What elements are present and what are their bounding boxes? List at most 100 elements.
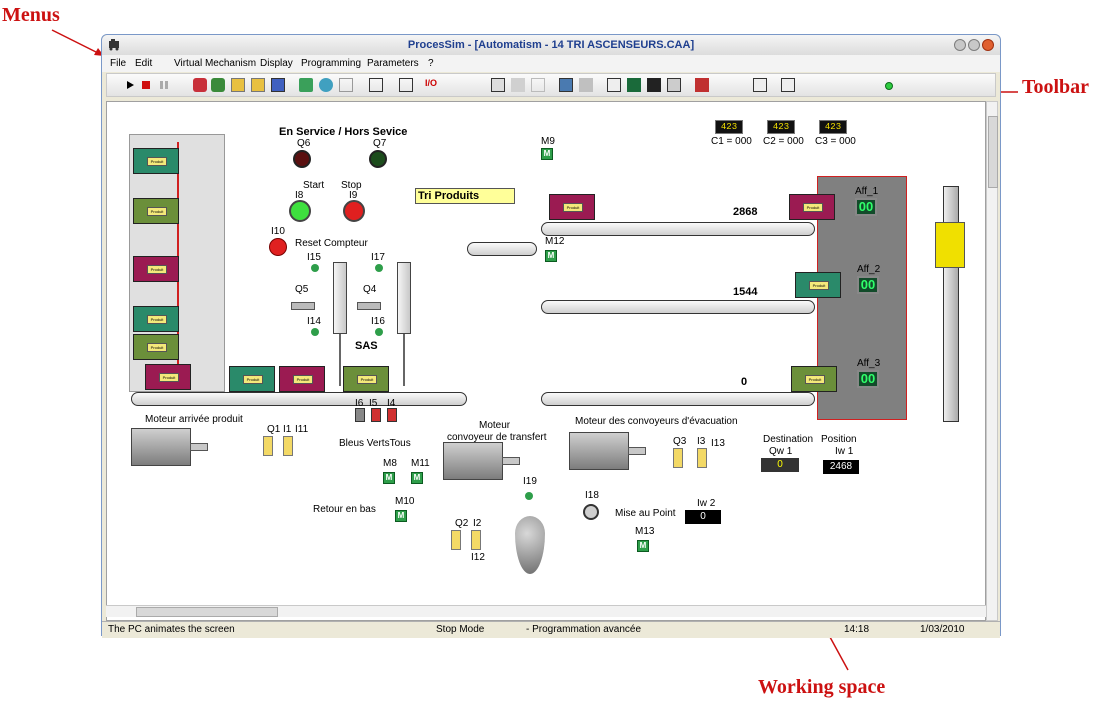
start-button[interactable]	[289, 200, 311, 222]
menu-edit[interactable]: Edit	[135, 58, 153, 69]
hand-icon[interactable]	[753, 78, 767, 92]
contactor-q1[interactable]	[263, 436, 273, 456]
conv2-count: 1544	[733, 286, 758, 298]
program-icon[interactable]	[607, 78, 621, 92]
tri-produits-box: Tri Produits	[415, 188, 515, 204]
sensor-i15	[311, 264, 319, 272]
i6-label: I6	[355, 398, 364, 409]
status-mode: Stop Mode	[436, 624, 485, 635]
piston-rod-1	[339, 334, 341, 386]
menu-parameters[interactable]: Parameters	[367, 58, 419, 69]
package[interactable]: Produit	[343, 366, 389, 392]
elevator-cabin[interactable]	[935, 222, 965, 268]
contactor-i2[interactable]	[471, 530, 481, 550]
m13-button[interactable]: M	[637, 540, 649, 552]
play-icon[interactable]	[123, 78, 137, 92]
screen-icon[interactable]	[559, 78, 573, 92]
variables-icon[interactable]	[695, 78, 709, 92]
c2-label: C2 = 000	[763, 136, 804, 147]
wire-icon[interactable]	[339, 78, 353, 92]
contactor-q2[interactable]	[451, 530, 461, 550]
m12-button[interactable]: M	[545, 250, 557, 262]
m8-button[interactable]: M	[383, 472, 395, 484]
i11-label: I11	[295, 424, 309, 435]
reset-button[interactable]	[269, 238, 287, 256]
toolbar: I/O	[106, 73, 996, 97]
pause-icon[interactable]	[157, 78, 171, 92]
piston-rod-2	[403, 334, 405, 386]
i2-label: I2	[473, 518, 482, 529]
i12-label: I12	[471, 552, 485, 563]
vertical-scrollbar[interactable]	[986, 101, 998, 621]
add-object-icon[interactable]	[193, 78, 207, 92]
minimize-button[interactable]	[954, 39, 966, 51]
m10-button[interactable]: M	[395, 510, 407, 522]
io-icon[interactable]	[399, 78, 413, 92]
package[interactable]: Produit	[145, 364, 191, 390]
aff1-label: Aff_1	[855, 186, 879, 197]
i9-label: I9	[349, 190, 358, 201]
package[interactable]: Produit	[795, 272, 841, 298]
package[interactable]: Produit	[133, 148, 179, 174]
title-bar: ProcesSim - [Automatism - 14 TRI ASCENSE…	[102, 35, 1000, 55]
m11-button[interactable]: M	[411, 472, 423, 484]
up-icon[interactable]	[579, 78, 593, 92]
c3-label: C3 = 000	[815, 136, 856, 147]
package[interactable]: Produit	[229, 366, 275, 392]
package[interactable]: Produit	[133, 256, 179, 282]
aff3-display: 00	[857, 370, 879, 388]
package[interactable]: Produit	[133, 198, 179, 224]
maximize-button[interactable]	[968, 39, 980, 51]
status-programming: - Programmation avancée	[526, 624, 642, 635]
transfer-pusher	[467, 242, 537, 256]
link-icon[interactable]	[271, 78, 285, 92]
position-label: Position	[821, 434, 857, 445]
contactor-q3[interactable]	[673, 448, 683, 468]
timer-icon[interactable]	[627, 78, 641, 92]
settings-icon[interactable]	[781, 78, 795, 92]
status-time: 14:18	[844, 624, 870, 635]
m9-button[interactable]: M	[541, 148, 553, 160]
package[interactable]: Produit	[133, 306, 179, 332]
menu-programming[interactable]: Programming	[301, 58, 362, 69]
monitor-icon[interactable]	[491, 78, 505, 92]
package[interactable]: Produit	[549, 194, 595, 220]
stop-icon[interactable]	[139, 78, 153, 92]
package[interactable]: Produit	[791, 366, 837, 392]
iw2-label: Iw 2	[697, 498, 716, 509]
q1-label: Q1	[267, 424, 281, 435]
sigma-icon[interactable]	[531, 78, 545, 92]
menu-virtual-mechanism[interactable]: Virtual Mechanism	[174, 58, 257, 69]
horizontal-scrollbar[interactable]	[106, 605, 986, 617]
sensor-icon[interactable]	[231, 78, 245, 92]
menu-file[interactable]: File	[110, 58, 127, 69]
sas-label: SAS	[355, 340, 378, 352]
contactor-i3[interactable]	[697, 448, 707, 468]
counter-icon[interactable]	[647, 78, 661, 92]
actuator-icon[interactable]	[251, 78, 265, 92]
m13-label: M13	[635, 526, 655, 537]
stop-button[interactable]	[343, 200, 365, 222]
menu-help[interactable]: ?	[428, 58, 434, 69]
package[interactable]: Produit	[133, 334, 179, 360]
output-icon[interactable]	[319, 78, 333, 92]
mise-au-point-switch[interactable]	[583, 504, 599, 520]
disabled-icon[interactable]	[511, 78, 525, 92]
m10-label: M10	[395, 496, 415, 507]
reset-compteur-label: Reset Compteur	[295, 238, 368, 249]
grid-icon[interactable]	[369, 78, 383, 92]
edit-object-icon[interactable]	[211, 78, 225, 92]
memory-icon[interactable]	[667, 78, 681, 92]
counter-c1-display: 423	[715, 120, 743, 134]
io-test-icon[interactable]: I/O	[425, 78, 438, 88]
package[interactable]: Produit	[789, 194, 835, 220]
contactor-i1[interactable]	[283, 436, 293, 456]
package[interactable]: Produit	[279, 366, 325, 392]
status-bar: The PC animates the screen Stop Mode - P…	[102, 621, 1000, 638]
counter-c3-display: 423	[819, 120, 847, 134]
menu-display[interactable]: Display	[260, 58, 293, 69]
input-icon[interactable]	[299, 78, 313, 92]
exit-conveyor-1	[541, 222, 815, 236]
close-button[interactable]	[982, 39, 994, 51]
q6-label: Q6	[297, 138, 311, 149]
